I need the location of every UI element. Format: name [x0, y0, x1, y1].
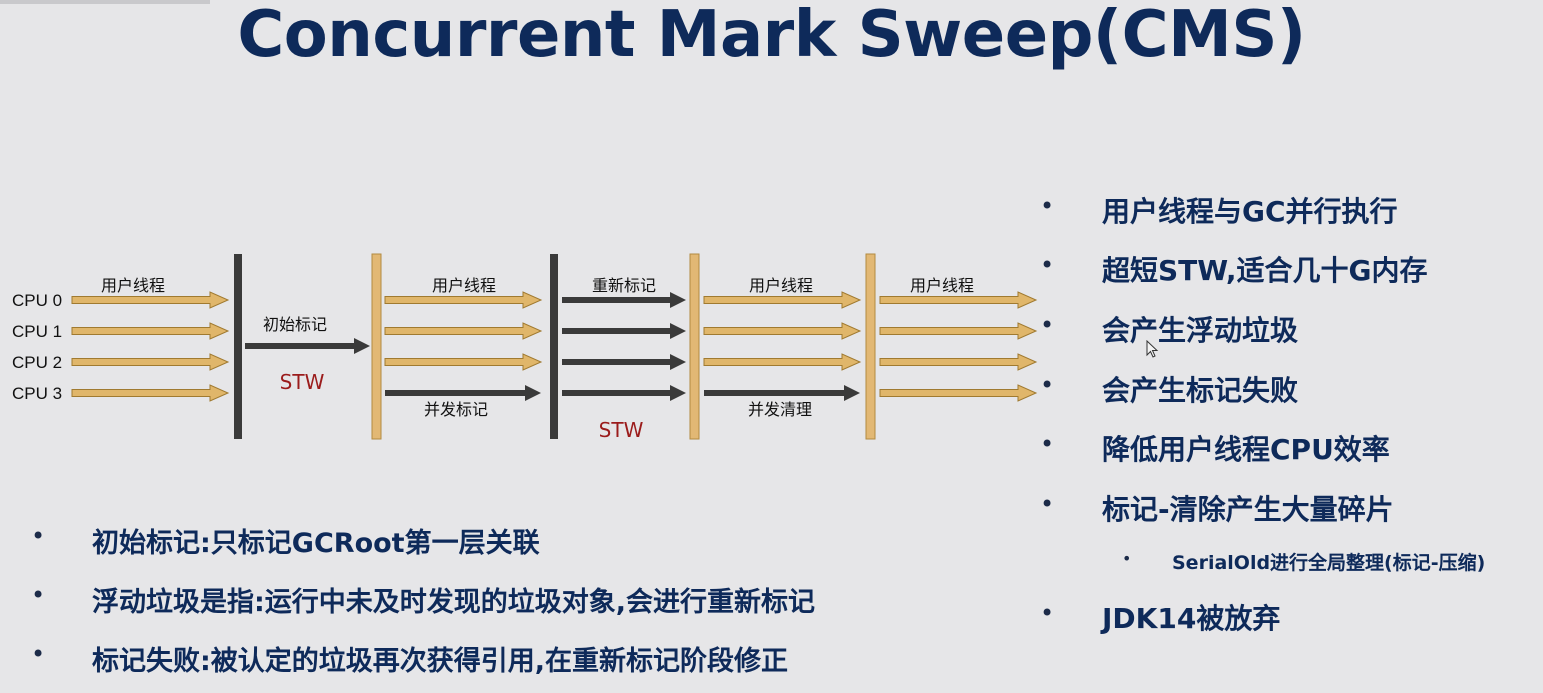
- bullet-text: JDK14被放弃: [1102, 602, 1281, 635]
- user-thread-arrow: [384, 353, 543, 371]
- right-bullet-item: • 会产生浮动垃圾: [1040, 309, 1299, 349]
- bullet-text: 标记失败:被认定的垃圾再次获得引用,在重新标记阶段修正: [92, 646, 789, 677]
- gc-thread-arrow: [562, 385, 686, 401]
- bullet-text: 初始标记:只标记GCRoot第一层关联: [92, 528, 540, 559]
- bullet-dot: •: [1040, 251, 1055, 279]
- bullet-dot: •: [31, 522, 46, 550]
- bottom-bullet-item: • 浮动垃圾是指:运行中未及时发现的垃圾对象,会进行重新标记: [31, 580, 816, 619]
- gc-thread-arrow: [385, 385, 541, 401]
- gc-thread-arrow: [562, 292, 686, 308]
- user-thread-arrow: [703, 291, 862, 309]
- bullet-text: 会产生浮动垃圾: [1102, 314, 1299, 347]
- right-sub-bullet-item: • SerialOld进行全局整理(标记-压缩): [1122, 548, 1486, 575]
- cpu-label: CPU 1: [12, 322, 62, 341]
- user-thread-label: 用户线程: [910, 276, 974, 295]
- gc-thread-arrow: [245, 338, 370, 354]
- bullet-dot: •: [1040, 371, 1055, 399]
- remark-label: 重新标记: [592, 276, 656, 295]
- user-thread-arrow: [879, 384, 1038, 402]
- cpu-label: CPU 0: [12, 291, 62, 310]
- phase-bar: [234, 254, 242, 439]
- user-thread-arrow: [879, 322, 1038, 340]
- bullet-dot: •: [1040, 490, 1055, 518]
- bullet-dot: •: [1040, 311, 1055, 339]
- bullet-text: 用户线程与GC并行执行: [1102, 195, 1398, 228]
- right-bullet-item: • 标记-清除产生大量碎片: [1040, 488, 1394, 528]
- right-bullet-item: • 会产生标记失败: [1040, 369, 1299, 409]
- bullet-dot: •: [31, 640, 46, 668]
- user-thread-arrow: [384, 322, 543, 340]
- bullet-text: 降低用户线程CPU效率: [1102, 433, 1390, 466]
- user-thread-label: 用户线程: [101, 276, 165, 295]
- phase-bar: [371, 253, 382, 440]
- right-bullet-item: • 用户线程与GC并行执行: [1040, 190, 1398, 230]
- concurrent-mark-label: 并发标记: [424, 400, 488, 419]
- right-bullet-item: • 降低用户线程CPU效率: [1040, 428, 1390, 468]
- bullet-text: 会产生标记失败: [1102, 374, 1299, 407]
- bullet-dot: •: [1040, 430, 1055, 458]
- user-thread-arrow: [703, 322, 862, 340]
- bottom-bullet-item: • 标记失败:被认定的垃圾再次获得引用,在重新标记阶段修正: [31, 639, 789, 678]
- phase-bar: [689, 253, 700, 440]
- gc-thread-arrow: [704, 385, 860, 401]
- user-thread-arrow: [71, 291, 230, 309]
- user-thread-label: 用户线程: [749, 276, 813, 295]
- cpu-label: CPU 2: [12, 353, 62, 372]
- bullet-text: 浮动垃圾是指:运行中未及时发现的垃圾对象,会进行重新标记: [92, 587, 816, 618]
- mouse-cursor-icon: [1146, 340, 1159, 358]
- concurrent-sweep-label: 并发清理: [748, 400, 812, 419]
- gc-thread-arrow: [562, 323, 686, 339]
- stw-label: STW: [280, 370, 325, 394]
- user-thread-label: 用户线程: [432, 276, 496, 295]
- top-edge-bar: [0, 0, 210, 4]
- bullet-text: SerialOld进行全局整理(标记-压缩): [1172, 552, 1486, 574]
- user-thread-arrow: [71, 384, 230, 402]
- phase-bar: [550, 254, 558, 439]
- bullet-text: 超短STW,适合几十G内存: [1102, 254, 1428, 287]
- cpu-label: CPU 3: [12, 384, 62, 403]
- gc-thread-arrow: [562, 354, 686, 370]
- bullet-text: 标记-清除产生大量碎片: [1102, 493, 1394, 526]
- right-bullet-item: • 超短STW,适合几十G内存: [1040, 249, 1428, 289]
- user-thread-arrow: [879, 291, 1038, 309]
- user-thread-arrow: [384, 291, 543, 309]
- bullet-dot: •: [1040, 192, 1055, 220]
- bullet-dot: •: [1040, 599, 1055, 627]
- slide-title: Concurrent Mark Sweep(CMS): [237, 0, 1306, 72]
- bullet-dot: •: [1122, 549, 1132, 568]
- stw-label: STW: [599, 418, 644, 442]
- user-thread-arrow: [703, 353, 862, 371]
- user-thread-arrow: [879, 353, 1038, 371]
- bullet-dot: •: [31, 581, 46, 609]
- bottom-bullet-item: • 初始标记:只标记GCRoot第一层关联: [31, 521, 540, 560]
- right-bullet-item: • JDK14被放弃: [1040, 597, 1281, 637]
- user-thread-arrow: [71, 353, 230, 371]
- phase-bar: [865, 253, 876, 440]
- user-thread-arrow: [71, 322, 230, 340]
- initial-mark-label: 初始标记: [263, 315, 327, 334]
